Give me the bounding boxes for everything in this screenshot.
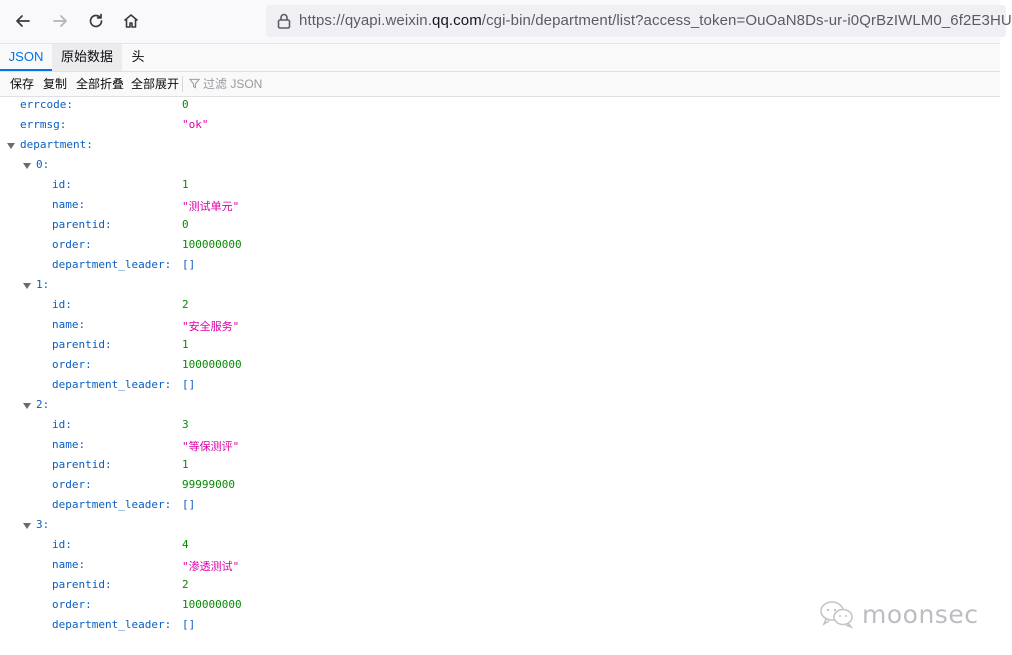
reload-icon [89,13,103,28]
json-value: 0 [182,218,189,231]
lock-icon [277,13,291,29]
json-value: "等保测评" [182,440,240,453]
json-value: "测试单元" [182,200,240,213]
forward-button[interactable] [47,8,73,34]
expand-all-button[interactable]: 全部展开 [131,77,180,91]
wechat-icon [820,601,854,629]
tab-json[interactable]: JSON [0,44,52,71]
json-value: 99999000 [182,478,235,491]
json-key: parentid: [52,578,112,591]
home-button[interactable] [118,8,144,34]
json-key: name: [52,558,86,571]
home-icon [123,14,139,28]
json-value: "渗透测试" [182,560,240,573]
json-toolbar: 保存 复制 全部折叠 全部展开 过滤 JSON [0,72,1000,97]
json-value: [] [182,378,196,391]
json-key: name: [52,438,86,451]
browser-toolbar: https://qyapi.weixin.qq.com/cgi-bin/depa… [0,0,1012,44]
watermark: moonsec [818,598,978,630]
json-value: [] [182,258,196,271]
json-value: 2 [182,298,189,311]
json-key: 2: [36,398,50,411]
json-key: department_leader: [52,498,172,511]
json-value: [] [182,498,196,511]
toolbar-divider [182,76,183,92]
tab-raw-data[interactable]: 原始数据 [52,44,122,71]
expand-toggle-icon[interactable] [23,283,31,289]
json-value: 1 [182,338,189,351]
json-value: 2 [182,578,189,591]
arrow-right-icon [53,15,67,27]
json-key: 1: [36,278,50,291]
reload-button[interactable] [83,8,109,34]
json-value: 100000000 [182,598,242,611]
json-key: name: [52,318,86,331]
collapse-all-button[interactable]: 全部折叠 [76,77,125,91]
funnel-icon [188,78,201,89]
json-key: order: [52,598,92,611]
json-key: parentid: [52,218,112,231]
json-key: parentid: [52,338,112,351]
expand-toggle-icon[interactable] [7,143,15,149]
json-value: 3 [182,418,189,431]
save-button[interactable]: 保存 [10,77,35,91]
json-value: 0 [182,98,189,111]
json-key: name: [52,198,86,211]
json-key: department_leader: [52,258,172,271]
json-key: department_leader: [52,378,172,391]
json-key: department_leader: [52,618,172,631]
arrow-left-icon [16,15,30,27]
url-text: https://qyapi.weixin.qq.com/cgi-bin/depa… [299,12,1012,29]
json-value: 1 [182,458,189,471]
address-bar[interactable]: https://qyapi.weixin.qq.com/cgi-bin/depa… [266,5,1012,37]
json-key: parentid: [52,458,112,471]
tab-headers[interactable]: 头 [131,49,145,64]
json-key: errmsg: [20,118,67,131]
json-value: "安全服务" [182,320,240,333]
json-key: id: [52,298,72,311]
viewer-tabs: JSON 原始数据 头 [0,44,1000,72]
json-value: 100000000 [182,238,242,251]
json-key: errcode: [20,98,73,111]
json-value: 100000000 [182,358,242,371]
expand-toggle-icon[interactable] [23,523,31,529]
expand-toggle-icon[interactable] [23,403,31,409]
json-key: order: [52,238,92,251]
watermark-text: moonsec [862,599,979,629]
json-key: id: [52,178,72,191]
expand-toggle-icon[interactable] [23,163,31,169]
json-key: 0: [36,158,50,171]
json-value: "ok" [182,118,209,131]
json-key: id: [52,418,72,431]
back-button[interactable] [10,8,36,34]
json-key: order: [52,478,92,491]
json-value: 4 [182,538,189,551]
json-key: order: [52,358,92,371]
json-key: id: [52,538,72,551]
copy-button[interactable]: 复制 [43,77,68,91]
json-key: department: [20,138,93,151]
json-key: 3: [36,518,50,531]
json-value: [] [182,618,196,631]
json-value: 1 [182,178,189,191]
filter-json-input[interactable]: 过滤 JSON [188,75,262,92]
